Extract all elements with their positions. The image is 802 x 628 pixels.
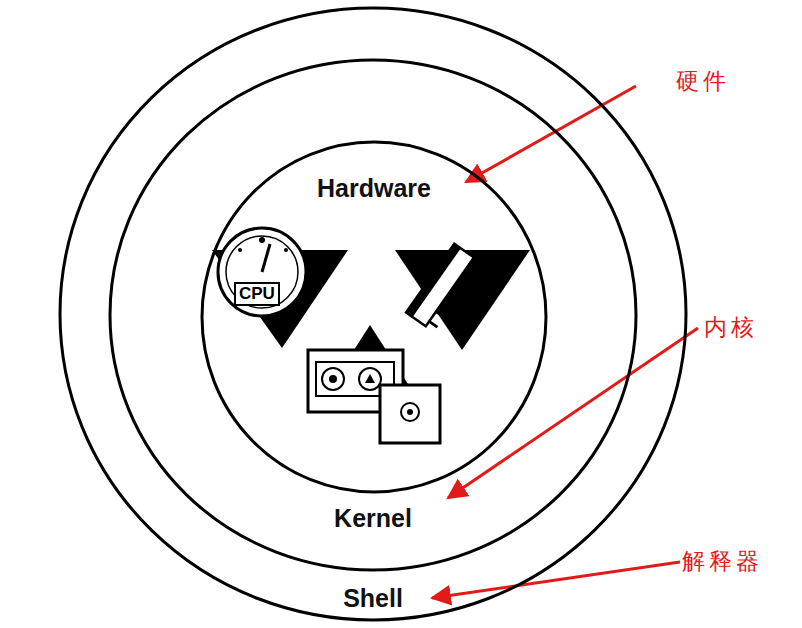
leader-arrow: [448, 328, 698, 498]
annotation-text: 解释器: [682, 546, 763, 577]
annotation-text: 内核: [704, 312, 758, 343]
chip-icon: [406, 244, 482, 332]
ring-outline: [108, 58, 638, 572]
layer-name: Kernel: [108, 504, 638, 533]
layer-ring: Hardware: [200, 140, 548, 494]
leader-arrow: [432, 562, 680, 598]
layer-ring: Shell Kernel Hardware: [58, 6, 688, 622]
annotation-text: 硬件: [676, 66, 730, 97]
layer-name: Shell: [58, 584, 688, 613]
cpu-label: CPU: [234, 282, 280, 306]
layer-name: Hardware: [200, 174, 548, 203]
drive-icon: [308, 350, 440, 443]
layer-ring: Kernel Hardware: [108, 58, 638, 572]
leader-arrow: [466, 86, 636, 182]
gauge-icon: [218, 228, 306, 316]
